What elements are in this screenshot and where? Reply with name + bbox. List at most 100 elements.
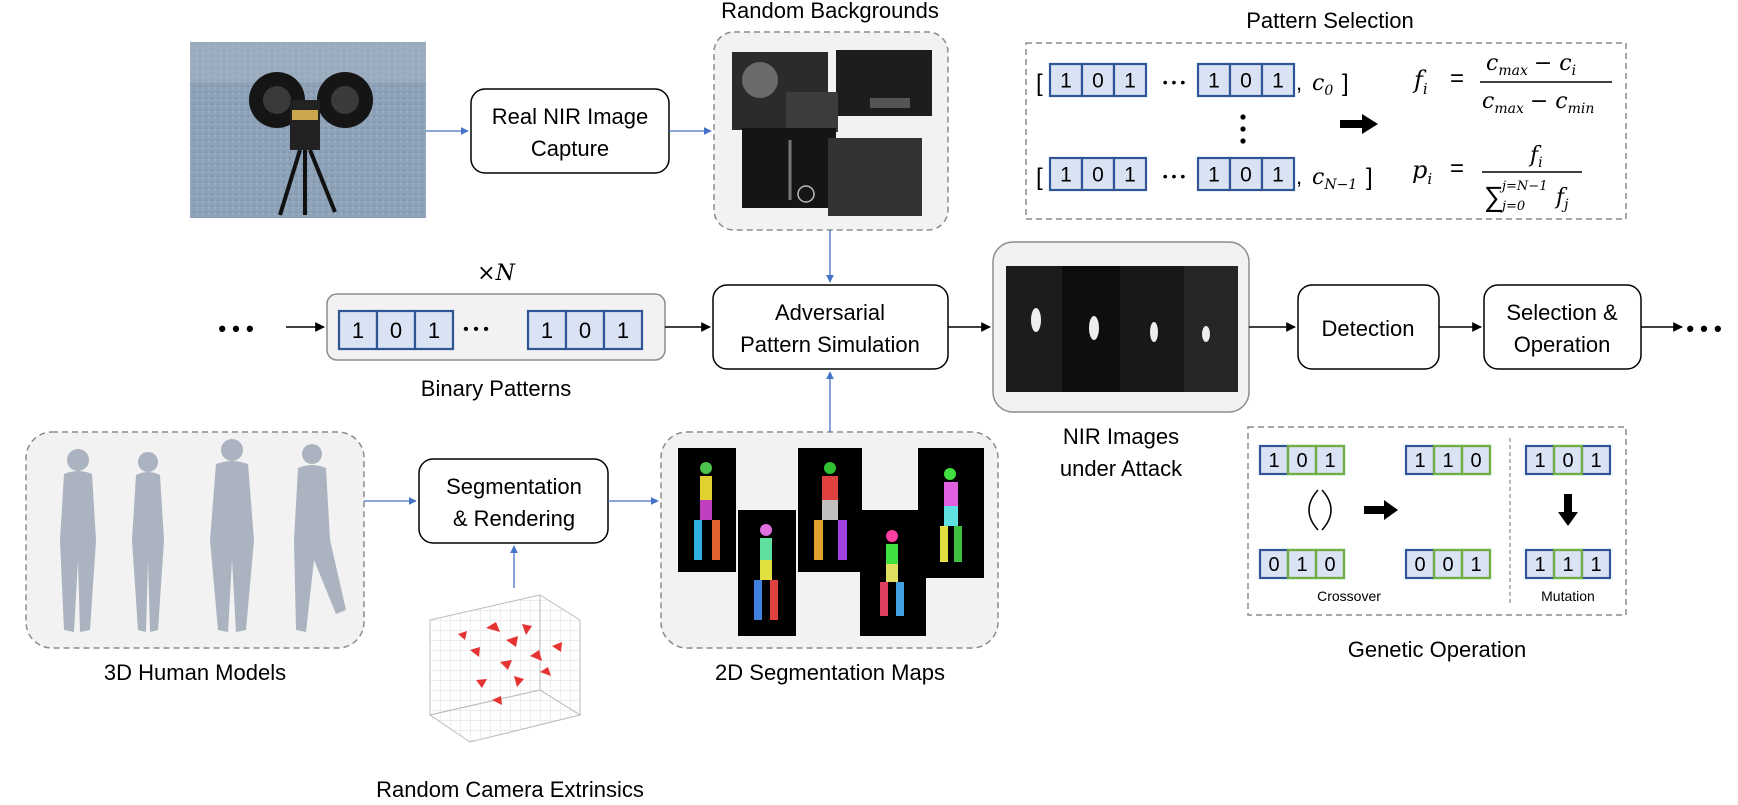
bit-value: 0 [1296,450,1307,472]
nir-camera-photo [190,42,426,218]
f-den: c [1482,89,1494,114]
bit-cell [1286,548,1318,580]
bit-cell [602,309,644,351]
camera-extrinsics-label: Random Camera Extrinsics [376,777,644,800]
bit-value: 1 [1208,164,1220,187]
f-num-minus: − c [1534,51,1572,76]
bit-cell [1580,444,1612,476]
svg-text:cmax− cmin: cmax − cmin [1482,89,1594,117]
sum-top: j=N−1 [1499,179,1547,194]
nir-images-under-attack-panel: NIR Images under Attack [992,241,1250,481]
f-lhs-sub: i [1423,80,1428,98]
f-num-minus-sub: i [1572,63,1576,79]
crossover-swap-icon [1308,489,1332,531]
sum-bot: j=0 [1499,199,1525,214]
probability-formula: pi = fi ∑ j=N−1 j=0 fj [1412,143,1582,214]
segmented-figure [694,462,720,560]
bit-value: 1 [1562,554,1573,576]
segmented-figure [754,524,778,620]
bit-cell [375,309,417,351]
bit-value: 0 [1092,164,1104,187]
segmentation-maps-panel: 2D Segmentation Maps [660,431,999,685]
pattern-ellipsis: • • • [463,321,489,338]
bracket-open: [ [1036,70,1043,97]
right-ellipsis: • • • [1686,316,1721,341]
bit-value: 0 [1240,164,1252,187]
bit-value: 1 [1124,70,1136,93]
human-models-label: 3D Human Models [104,660,286,685]
bit-highlight [1460,548,1492,580]
selection-operation-box: Selection & Operation [1483,284,1642,370]
bit-value: 1 [617,318,629,343]
bit-cell [1258,548,1290,580]
segmented-figure [940,468,962,562]
pattern-selection-label: Pattern Selection [1246,8,1414,33]
bit-cell [1112,156,1148,192]
bit-cell [337,309,379,351]
bit-value: 1 [1208,70,1220,93]
bit-value: 1 [428,318,440,343]
bit-cell [1580,548,1612,580]
bracket-close: ] [1342,70,1349,97]
random-backgrounds-label: Random Backgrounds [721,0,939,23]
svg-text:=: = [1450,155,1464,182]
human-figure [60,449,96,632]
mutation-label: Mutation [1541,588,1595,604]
bit-highlight [1552,548,1584,580]
bit-highlight [1314,444,1346,476]
bit-value: 1 [1590,554,1601,576]
bit-value: 0 [1414,554,1425,576]
row-cost: cN−1 [1312,165,1357,193]
bit-cell [1228,62,1264,98]
bit-value: 1 [1272,164,1284,187]
bit-value: 0 [1324,554,1335,576]
bit-cell [1260,62,1296,98]
sum-var-sub: j [1561,197,1569,213]
bit-value: 0 [390,318,402,343]
bracket-close: ] [1366,164,1373,191]
times-n-label: ×N [477,261,515,286]
vertical-dots [1240,114,1246,144]
svg-text:∑: ∑ [1484,181,1504,212]
f-den-sub: max [1494,101,1524,117]
adversarial-line1: Adversarial [775,300,885,325]
detection-label: Detection [1322,316,1415,341]
binary-patterns-label: Binary Patterns [421,376,571,401]
segmentation-line2: & Rendering [453,506,575,531]
bit-value: 1 [1590,450,1601,472]
f-den-minus-sub: min [1568,101,1595,117]
bit-value: 1 [1324,450,1335,472]
bit-value: 1 [1060,70,1072,93]
crossover-label: Crossover [1317,588,1381,604]
bit-cell [1080,156,1116,192]
bit-value: 0 [1470,450,1481,472]
row-ellipsis: • • • [1163,168,1186,184]
row-comma: , [1296,70,1302,95]
f-den-minus: − c [1530,89,1568,114]
nir-images-line2: under Attack [1060,456,1183,481]
nir-images-line1: NIR Images [1063,424,1179,449]
real-nir-capture-box: Real NIR Image Capture [470,88,670,174]
random-backgrounds-panel: Random Backgrounds [713,0,949,231]
p-num-sub: i [1538,155,1542,171]
bit-highlight [1460,444,1492,476]
bit-value: 0 [1562,450,1573,472]
bit-value: 0 [1268,554,1279,576]
svg-text:=: = [1450,65,1464,92]
camera-extrinsics-plot: Random Camera Extrinsics [376,594,644,802]
bit-cell [1524,548,1556,580]
selection-line2: Operation [1514,332,1611,357]
p-lhs-sub: i [1427,170,1432,188]
